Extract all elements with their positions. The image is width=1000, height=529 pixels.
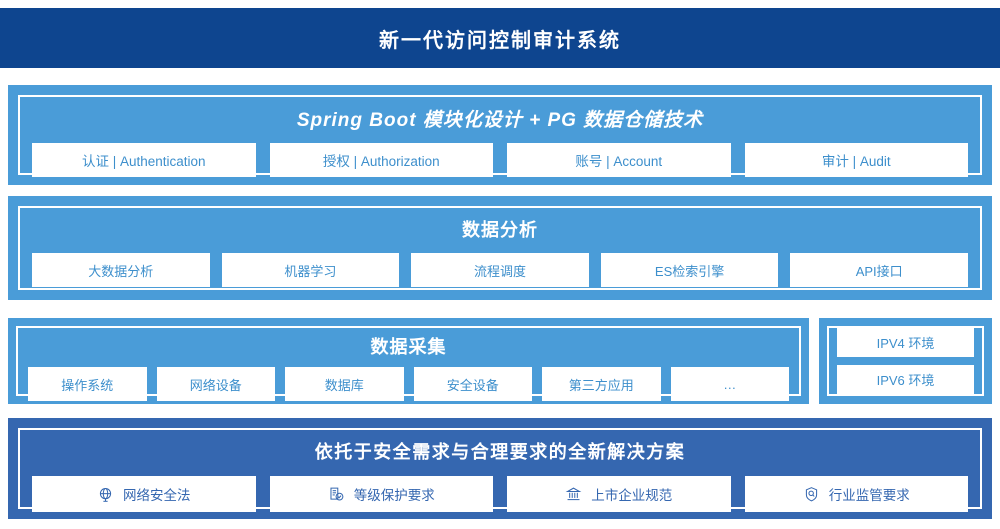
section-compliance-title: 依托于安全需求与合理要求的全新解决方案 (314, 442, 686, 462)
section-springboot-title: Spring Boot 模块化设计 + PG 数据仓储技术 (296, 110, 704, 131)
card-big-data-analysis[interactable]: 大数据分析 (32, 253, 210, 287)
page-header: 新一代访问控制审计系统 (0, 8, 1000, 68)
card-machine-learning[interactable]: 机器学习 (221, 253, 400, 287)
section-compliance: 依托于安全需求与合理要求的全新解决方案 网络安全法 (8, 418, 992, 519)
page-title: 新一代访问控制审计系统 (379, 29, 621, 52)
card-network-device[interactable]: 网络设备 (156, 367, 275, 401)
card-cybersecurity-law-label: 网络安全法 (123, 488, 191, 503)
card-process-scheduling[interactable]: 流程调度 (411, 253, 589, 287)
bank-icon (565, 486, 582, 503)
shield-search-icon (803, 486, 820, 503)
section-data-collection-inner: 数据采集 操作系统 网络设备 数据库 安全设备 第三方应用 … (16, 326, 801, 401)
card-classified-protection[interactable]: 等级保护要求 (269, 476, 493, 512)
section-springboot-inner: Spring Boot 模块化设计 + PG 数据仓储技术 认证 | Authe… (18, 95, 982, 177)
section-ip-environments: IPV4 环境 IPV6 环境 (819, 318, 992, 404)
section-data-analysis-inner: 数据分析 大数据分析 机器学习 流程调度 ES检索引擎 API接口 (18, 206, 982, 290)
card-ipv6-environment[interactable]: IPV6 环境 (837, 365, 974, 394)
card-audit[interactable]: 审计 | Audit (744, 143, 968, 177)
card-operating-system[interactable]: 操作系统 (28, 367, 147, 401)
card-es-search-engine[interactable]: ES检索引擎 (600, 253, 779, 287)
card-listed-enterprise-standard-label: 上市企业规范 (591, 488, 673, 503)
section-data-analysis: 数据分析 大数据分析 机器学习 流程调度 ES检索引擎 API接口 (8, 196, 992, 300)
card-authorization[interactable]: 授权 | Authorization (269, 143, 493, 177)
section-springboot: Spring Boot 模块化设计 + PG 数据仓储技术 认证 | Authe… (8, 85, 992, 185)
card-api-interface[interactable]: API接口 (790, 253, 968, 287)
card-listed-enterprise-standard[interactable]: 上市企业规范 (507, 476, 731, 512)
globe-icon (97, 486, 114, 503)
card-more-ellipsis[interactable]: … (670, 367, 789, 401)
section-data-collection: 数据采集 操作系统 网络设备 数据库 安全设备 第三方应用 … (8, 318, 809, 404)
section-ip-environments-inner: IPV4 环境 IPV6 环境 (827, 326, 984, 396)
card-industry-regulation[interactable]: 行业监管要求 (744, 476, 968, 512)
card-authentication[interactable]: 认证 | Authentication (32, 143, 256, 177)
section-compliance-card-row: 网络安全法 等级保护要求 (20, 476, 980, 512)
document-check-icon (328, 486, 345, 503)
section-springboot-card-row: 认证 | Authentication 授权 | Authorization 账… (20, 143, 980, 177)
section-compliance-inner: 依托于安全需求与合理要求的全新解决方案 网络安全法 (18, 428, 982, 512)
card-account[interactable]: 账号 | Account (507, 143, 731, 177)
card-cybersecurity-law[interactable]: 网络安全法 (32, 476, 256, 512)
card-security-device[interactable]: 安全设备 (413, 367, 532, 401)
card-classified-protection-label: 等级保护要求 (353, 488, 435, 503)
card-third-party-application[interactable]: 第三方应用 (542, 367, 661, 401)
section-data-collection-card-row: 操作系统 网络设备 数据库 安全设备 第三方应用 … (18, 367, 799, 401)
section-data-collection-title: 数据采集 (370, 337, 447, 357)
section-data-analysis-card-row: 大数据分析 机器学习 流程调度 ES检索引擎 API接口 (20, 253, 980, 287)
card-ipv4-environment[interactable]: IPV4 环境 (837, 328, 974, 357)
card-database[interactable]: 数据库 (285, 367, 404, 401)
card-industry-regulation-label: 行业监管要求 (828, 488, 910, 503)
section-data-analysis-title: 数据分析 (462, 220, 538, 240)
